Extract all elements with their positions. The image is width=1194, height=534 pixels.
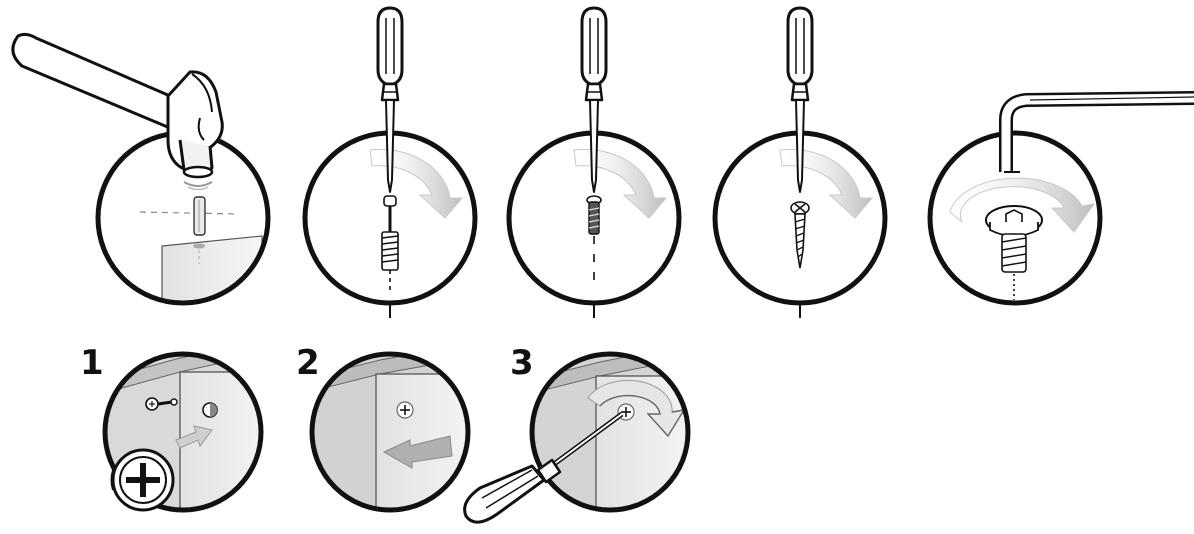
insert-arrow-icon — [175, 425, 213, 449]
screwdriver-icon — [376, 6, 404, 193]
detail-circle — [102, 351, 264, 513]
impact-lines — [183, 181, 213, 187]
screwdriver-icon — [580, 6, 608, 193]
hex-bolt-panel — [927, 130, 1103, 306]
rotate-arrow-icon — [949, 177, 1096, 233]
detail-circle — [529, 351, 691, 513]
dowel-hole-icon — [193, 243, 205, 249]
step-number: 1 — [80, 343, 104, 383]
short-screw-icon — [586, 195, 602, 290]
hex-bolt-icon — [985, 205, 1043, 300]
wood-screw-panel — [712, 130, 888, 318]
slide-arrow-icon — [382, 435, 453, 469]
detail-circle — [309, 351, 471, 513]
guide-line — [139, 211, 237, 215]
cam-bolt-panel — [302, 130, 478, 318]
step-3-panel: 3 — [510, 343, 691, 513]
cam-head-icon — [396, 401, 414, 419]
wood-screw-icon — [790, 201, 810, 269]
step-number: 3 — [510, 343, 534, 383]
cam-lock-icon — [110, 448, 175, 512]
screwdriver-icon — [786, 6, 814, 193]
cam-pin-icon — [145, 397, 178, 411]
step-2-panel: 2 — [296, 343, 471, 513]
cam-bolt-icon — [381, 195, 399, 290]
hex-key-icon — [999, 91, 1194, 173]
hammer-icon — [11, 32, 224, 179]
screwdriver-icon — [463, 411, 624, 524]
step-number: 2 — [296, 343, 320, 383]
step-1-panel: 1 — [80, 343, 264, 513]
board-shape — [161, 235, 263, 303]
